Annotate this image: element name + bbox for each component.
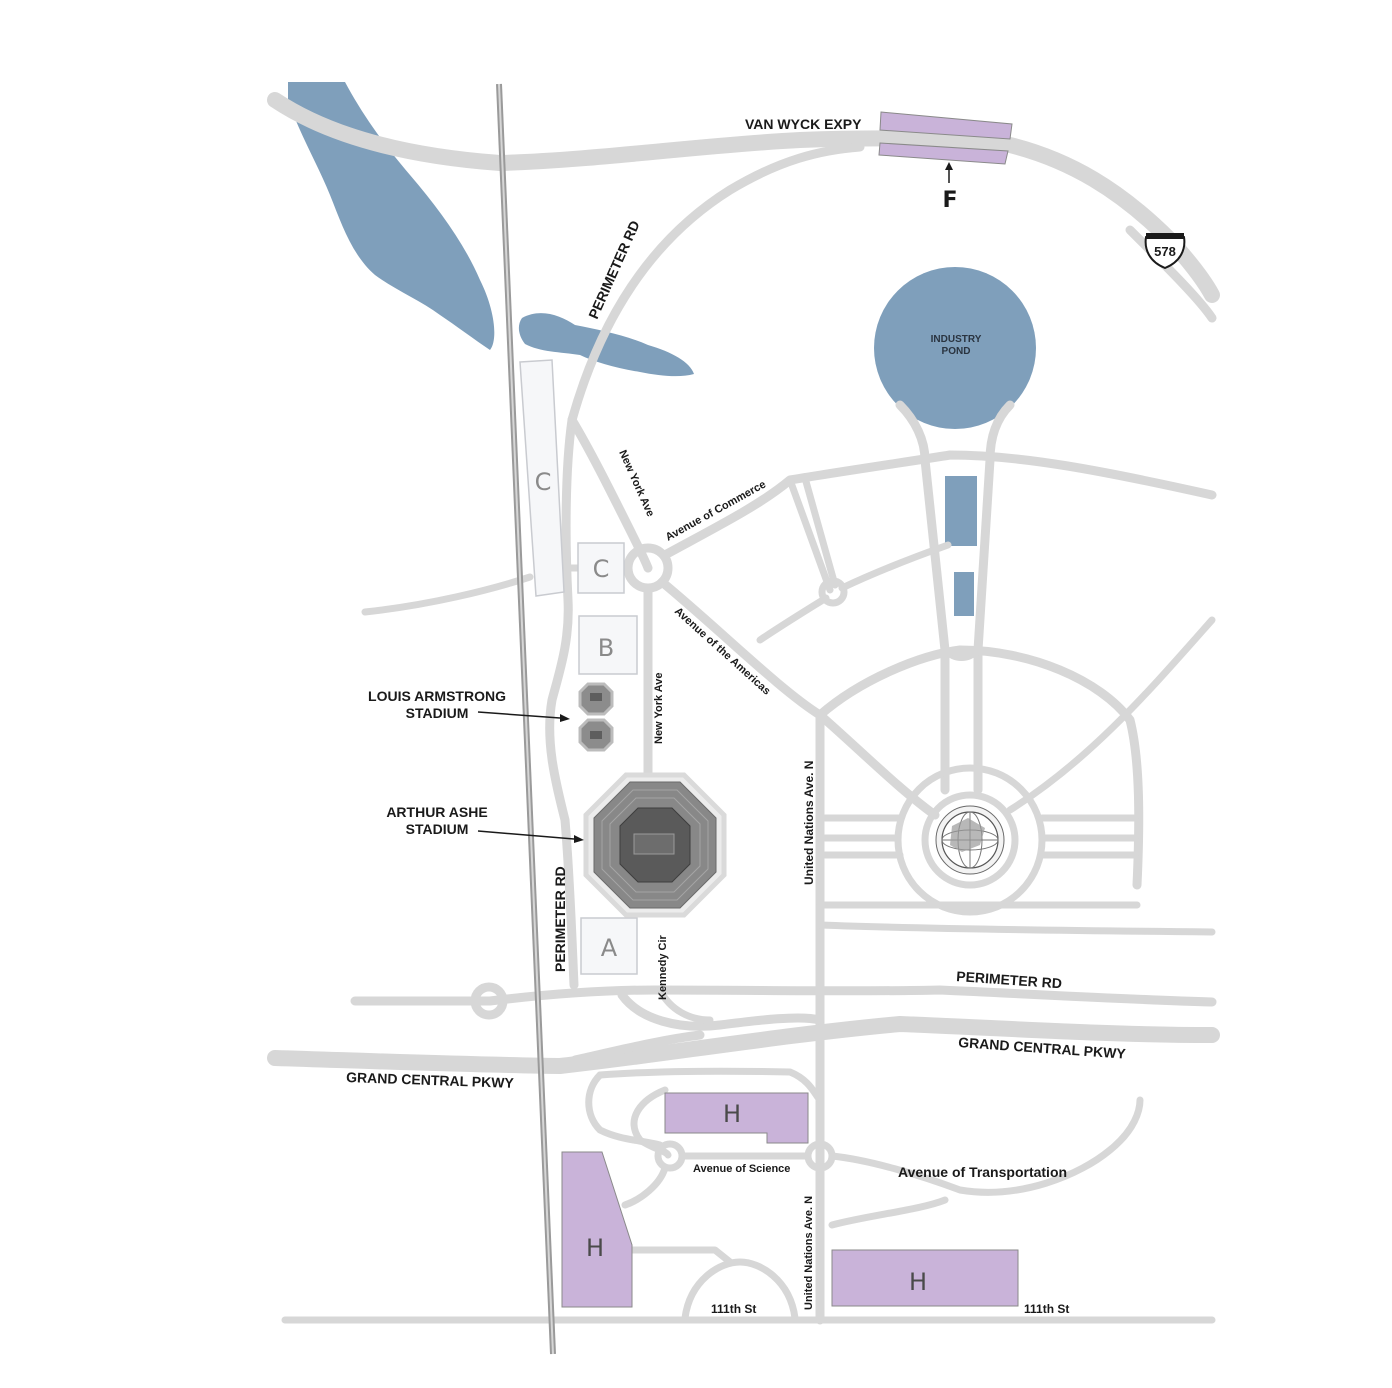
pond-walkway [895, 400, 950, 795]
lot-h-north[interactable]: H [664, 1092, 809, 1144]
label-van-wyck: VAN WYCK EXPY [745, 116, 862, 132]
louis-armstrong-arrow-icon [477, 711, 570, 722]
label-arthur-ashe-2: STADIUM [406, 821, 469, 837]
label-perimeter-rd-north: PERIMETER RD [585, 218, 643, 321]
industry-pond [874, 267, 1036, 429]
railroad [496, 83, 556, 1355]
svg-text:C: C [593, 555, 610, 583]
new-york-ave [567, 415, 653, 573]
lot-c-small[interactable]: C [577, 542, 625, 594]
label-united-nations-north: United Nations Ave. N [802, 761, 816, 885]
label-111th-st-east: 111th St [1024, 1302, 1069, 1316]
label-louis-armstrong-1: LOUIS ARMSTRONG [368, 688, 506, 704]
new-york-circle [623, 543, 673, 593]
svg-text:578: 578 [1154, 244, 1176, 259]
lot-h-west[interactable]: H [561, 1151, 633, 1308]
avenue-of-commerce [660, 450, 1217, 560]
circle-perimeter [470, 982, 508, 1020]
eastern-arc [815, 645, 1144, 890]
label-new-york-ave-south: New York Ave [653, 672, 665, 744]
label-louis-armstrong-2: STADIUM [406, 705, 469, 721]
lot-c-long[interactable]: C [519, 359, 565, 597]
svg-text:H: H [723, 1100, 741, 1128]
unisphere-icon [935, 805, 1005, 875]
avenue-of-transportation [828, 1096, 1144, 1196]
label-grand-central-west: GRAND CENTRAL PKWY [346, 1069, 515, 1091]
label-kennedy-cir: Kennedy Cir [657, 934, 669, 1000]
lot-f[interactable]: F [878, 111, 1013, 213]
svg-text:C: C [535, 468, 552, 496]
interstate-578-shield-icon: 578 [1144, 233, 1186, 270]
label-111th-st-west: 111th St [711, 1302, 756, 1316]
svg-text:B: B [598, 634, 614, 662]
kennedy-cir [617, 990, 825, 1031]
label-industry-pond-1: INDUSTRY [931, 334, 982, 345]
unisphere-ring-inner [921, 791, 1019, 889]
van-wyck-expy [267, 92, 1220, 303]
svg-text:F: F [942, 188, 957, 213]
label-industry-pond-2: POND [942, 346, 971, 357]
label-avenue-of-science: Avenue of Science [693, 1163, 790, 1175]
lot-a[interactable]: A [580, 917, 638, 975]
label-avenue-of-transportation: Avenue of Transportation [898, 1164, 1067, 1180]
label-perimeter-rd-south: PERIMETER RD [956, 968, 1063, 991]
road-network [267, 92, 1220, 1325]
svg-text:H: H [586, 1234, 604, 1262]
svg-text:A: A [601, 934, 618, 962]
semicircle-111th [681, 1258, 799, 1322]
label-arthur-ashe-1: ARTHUR ASHE [386, 804, 487, 820]
perimeter-rd-loop [567, 142, 865, 425]
svg-text:H: H [909, 1268, 927, 1296]
reflecting-pool-south [954, 572, 974, 616]
circle-commerce [818, 577, 848, 607]
lot-h-east[interactable]: H [831, 1249, 1019, 1307]
grand-central-pkwy [267, 1016, 1220, 1074]
lake-north [288, 82, 495, 350]
arthur-ashe-stadium-icon[interactable] [583, 772, 727, 918]
label-perimeter-rd-west: PERIMETER RD [552, 866, 568, 972]
lake-channel [518, 313, 694, 377]
label-avenue-of-the-americas: Avenue of the Americas [672, 605, 773, 697]
arthur-ashe-arrow-icon [477, 830, 584, 843]
louis-armstrong-stadium-icon[interactable] [578, 682, 614, 752]
lot-b[interactable]: B [578, 615, 638, 675]
reflecting-pool-north [945, 476, 977, 546]
perimeter-rd-west [545, 415, 579, 990]
label-united-nations-south: United Nations Ave. N [803, 1196, 815, 1310]
